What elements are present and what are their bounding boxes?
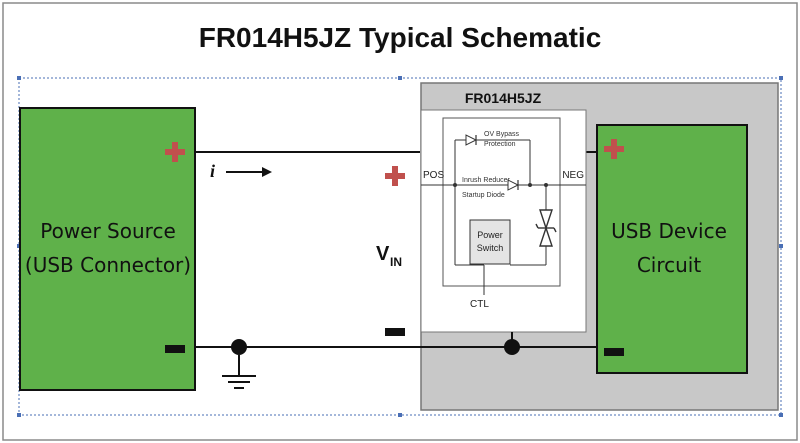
power-switch-label: Power (477, 230, 503, 240)
usb-device-sublabel: Circuit (637, 253, 702, 277)
startup-diode-icon (507, 179, 520, 191)
chip-inner-outline (442, 117, 561, 287)
junction-dot (544, 183, 548, 187)
inrush-reducer-label: Inrush Reducer (462, 177, 511, 184)
minus-icon (165, 345, 185, 353)
current-label: i (210, 161, 215, 181)
arrow-right-icon (226, 167, 272, 177)
power-switch-label-2: Switch (477, 243, 504, 253)
junction-dot (528, 183, 532, 187)
diagram-title: FR014H5JZ Typical Schematic (199, 22, 602, 53)
startup-diode-label: Startup Diode (462, 192, 505, 199)
usb-device-label: USB Device (611, 219, 727, 243)
vin-label: V (376, 243, 390, 265)
ov-protection-label: Protection (484, 141, 516, 148)
junction-dot (453, 183, 457, 187)
plus-icon (604, 139, 624, 159)
power-switch-block (469, 219, 511, 265)
chip-title: FR014H5JZ (465, 90, 542, 106)
minus-icon (604, 348, 624, 356)
chip-ground-node (504, 339, 520, 355)
vin-subscript: IN (390, 255, 402, 269)
tvs-diode-icon (535, 209, 557, 247)
ov-bypass-label: OV Bypass (484, 131, 520, 138)
plus-icon (385, 166, 405, 186)
ground-icon (222, 355, 256, 389)
ground-node (231, 339, 247, 355)
plus-icon (165, 142, 185, 162)
minus-icon (385, 328, 405, 336)
power-source-sublabel: (USB Connector) (25, 253, 191, 277)
ov-bypass-diode-icon (465, 134, 478, 146)
pin-ctl-label: CTL (470, 299, 489, 310)
power-source-label: Power Source (40, 219, 176, 243)
pin-neg-label: NEG (562, 170, 584, 181)
chip-internal-wiring (421, 139, 586, 295)
pin-pos-label: POS (423, 170, 444, 181)
usb-device-block (596, 124, 748, 374)
